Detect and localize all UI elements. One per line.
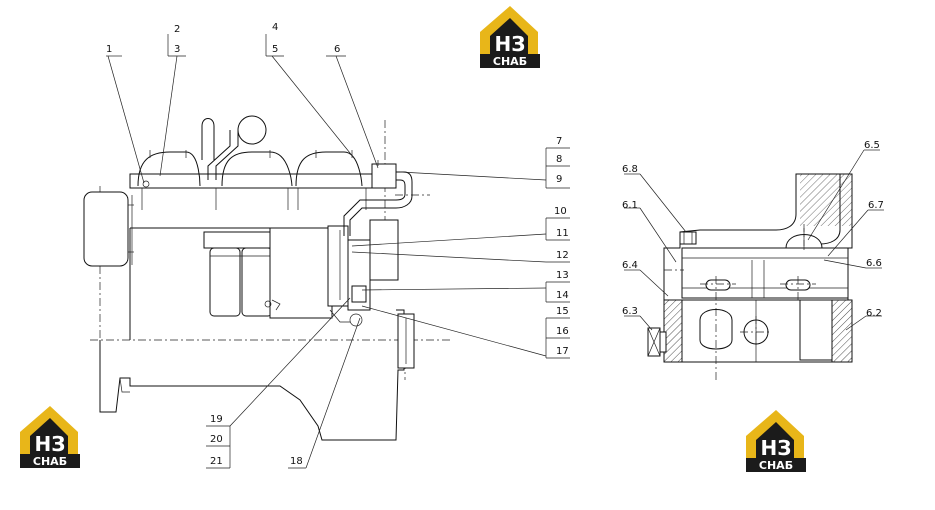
label-5: 5 [272,44,278,55]
logo-word: СНАБ [493,55,527,68]
label-14: 14 [556,290,569,301]
label-2: 2 [174,24,180,35]
logo-left: НЗ СНАБ [20,406,80,468]
label-6-2: 6.2 [866,308,882,319]
logo-letters: НЗ [761,436,792,460]
label-20: 20 [210,434,223,445]
label-15: 15 [556,306,569,317]
label-6-5: 6.5 [864,140,880,151]
logo-top: НЗ СНАБ [480,6,540,68]
label-16: 16 [556,326,569,337]
label-6-1: 6.1 [622,200,638,211]
label-21: 21 [210,456,223,467]
label-8: 8 [556,154,562,165]
label-6-3: 6.3 [622,306,638,317]
logo-letters: НЗ [35,432,66,456]
label-3: 3 [174,44,180,55]
label-6-4: 6.4 [622,260,638,271]
label-12: 12 [556,250,569,261]
engine-side-view [83,115,450,441]
label-6-7: 6.7 [868,200,884,211]
label-6: 6 [334,44,340,55]
label-6-6: 6.6 [866,258,882,269]
section-leader-lines [624,149,884,331]
label-4: 4 [272,22,278,33]
label-17: 17 [556,346,569,357]
label-1: 1 [106,44,112,55]
label-6-8: 6.8 [622,164,638,175]
label-11: 11 [556,228,569,239]
label-13: 13 [556,270,569,281]
label-18: 18 [290,456,303,467]
logo-letters: НЗ [495,32,526,56]
logo-word: СНАБ [33,455,67,468]
part-labels: 1 2 3 4 5 6 7 8 9 10 11 12 13 14 15 16 1… [106,22,884,467]
logo-right: НЗ СНАБ [746,410,806,472]
label-10: 10 [554,206,567,217]
label-7: 7 [556,136,562,147]
leader-lines [106,34,570,469]
label-19: 19 [210,414,223,425]
logo-word: СНАБ [759,459,793,472]
section-view [647,173,853,380]
label-9: 9 [556,174,562,185]
